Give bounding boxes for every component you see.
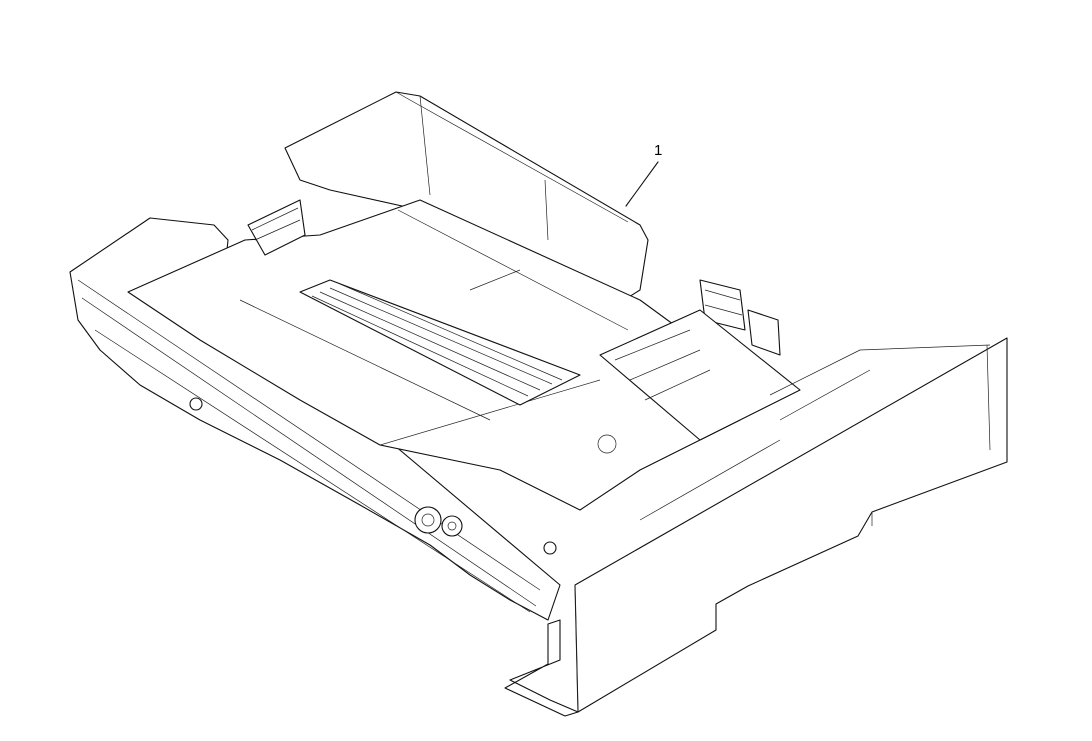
tray-handle-tab — [504, 619, 579, 717]
side-paper-guide — [247, 199, 306, 256]
right-side-rail — [639, 344, 991, 521]
tray-rear-wall — [284, 91, 649, 316]
tray-front-panel — [574, 337, 1008, 713]
callout-leader-1 — [625, 161, 659, 207]
callout-label-1: 1 — [654, 142, 663, 159]
tray-gear — [189, 397, 557, 555]
front-plate — [597, 309, 801, 454]
feed-roller-strip — [299, 279, 581, 406]
rear-paper-guide — [699, 279, 781, 356]
